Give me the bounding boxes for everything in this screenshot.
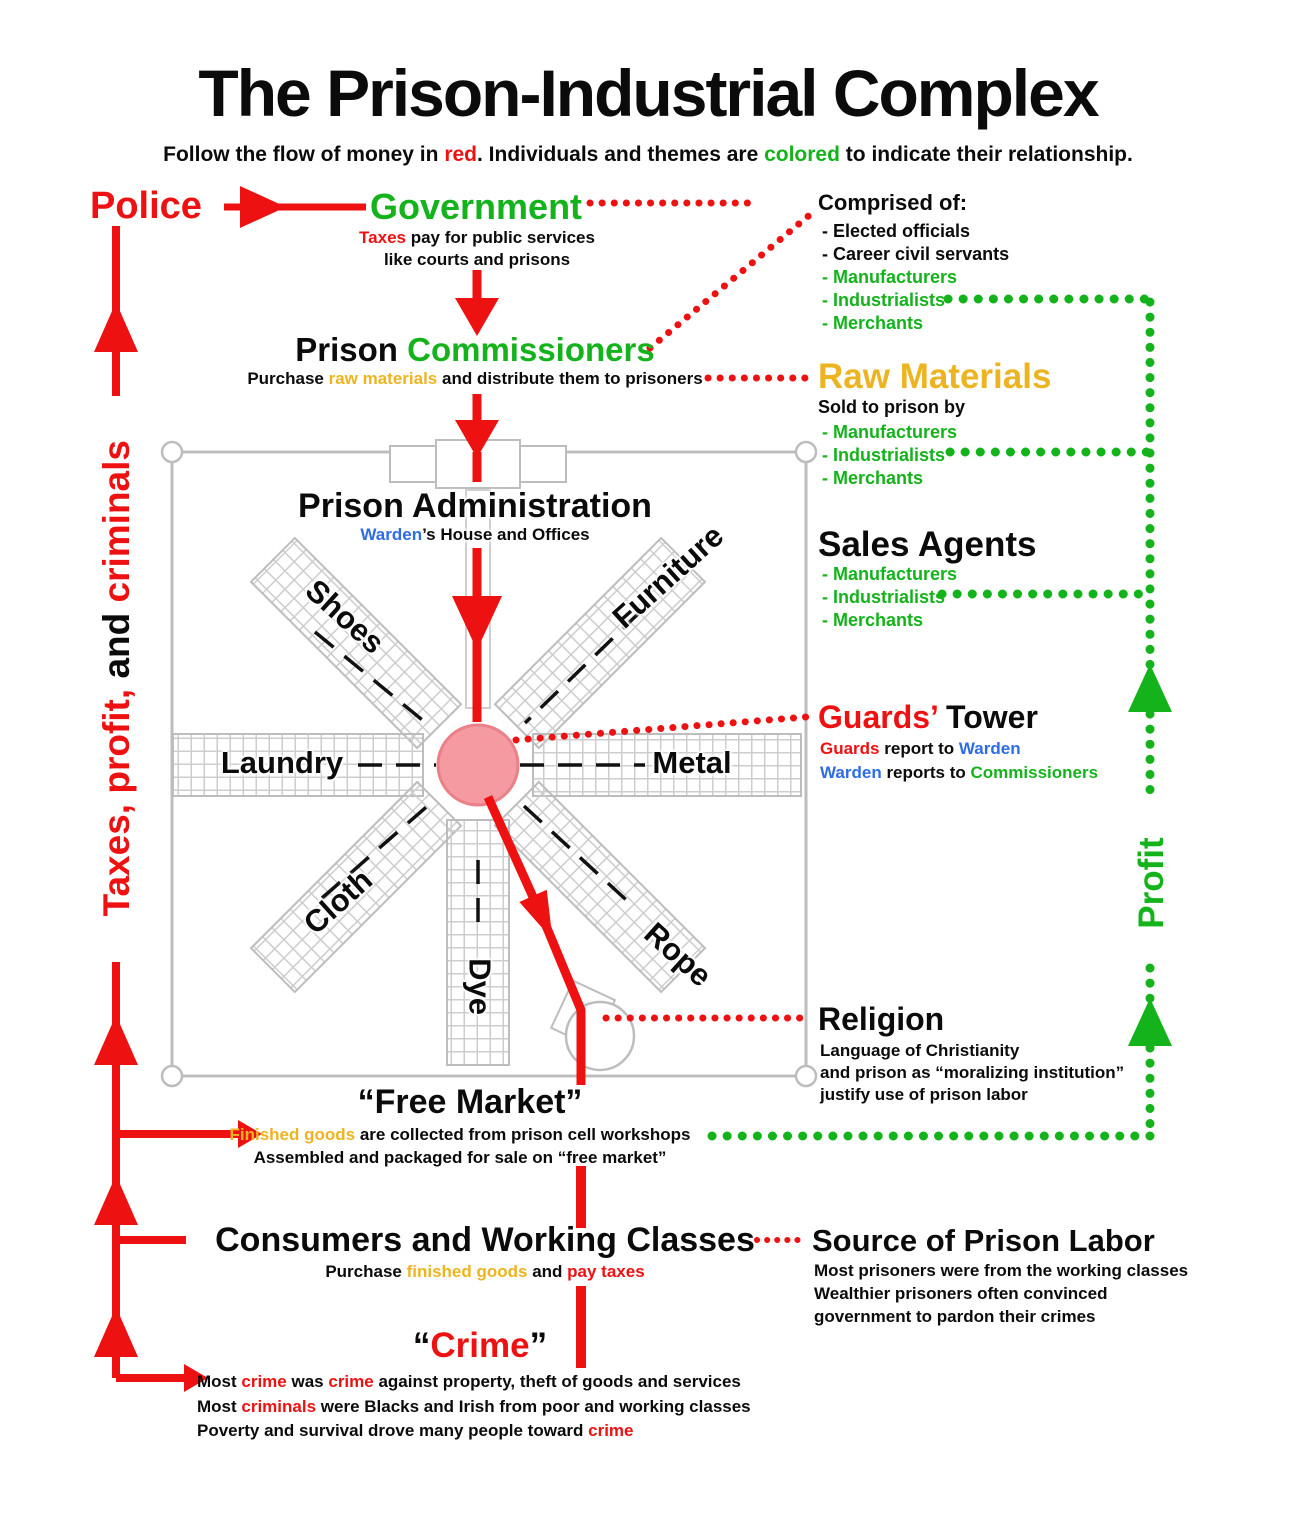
- source-labor-line: Wealthier prisoners often convinced: [814, 1283, 1108, 1303]
- raw-materials-item: - Manufacturers: [822, 422, 958, 442]
- crime-heading: “Crime”: [412, 1326, 548, 1365]
- source-labor-heading: Source of Prison Labor: [812, 1223, 1155, 1258]
- comprised-heading: Comprised of:: [818, 190, 968, 215]
- government-label: Government: [370, 186, 583, 227]
- plan-corner-turret: [794, 440, 818, 464]
- warden-caption: Warden’s House and Offices: [360, 525, 590, 544]
- comprised-item: - Elected officials: [822, 221, 971, 241]
- crime-line: Most crime was crime against property, t…: [197, 1372, 741, 1391]
- comprised-item: - Merchants: [822, 313, 924, 333]
- arrowhead-diagonal: [519, 889, 553, 940]
- religion-line: and prison as “moralizing institution”: [820, 1063, 1125, 1083]
- flow-tower-freemarket: [483, 795, 586, 1085]
- arrowhead-right: [238, 1120, 262, 1148]
- prison-commissioners-heading: Prison Commissioners: [295, 331, 655, 368]
- plan-corner-turret: [160, 440, 184, 464]
- arrowhead-police-government: [240, 186, 286, 228]
- crime-line: Poverty and survival drove many people t…: [197, 1421, 634, 1441]
- arrowhead-right: [184, 1364, 208, 1392]
- religion-heading: Religion: [818, 1001, 945, 1037]
- comprised-item: - Career civil servants: [822, 244, 1010, 264]
- religion-line: Language of Christianity: [820, 1041, 1020, 1060]
- page-title: The Prison-Industrial Complex: [198, 56, 1099, 130]
- workshop-spokes: [313, 610, 645, 932]
- police-label: Police: [90, 185, 202, 227]
- free-market-line1: Finished goods are collected from prison…: [229, 1125, 691, 1144]
- plan-corner-turret: [160, 1064, 184, 1088]
- government-caption-line2: like courts and prisons: [383, 250, 571, 269]
- dotted-commissioners-comprised: [646, 209, 816, 352]
- comprised-item: - Industrialists: [822, 290, 946, 310]
- sales-agents-item: - Merchants: [822, 610, 924, 630]
- guards-tower-circle: [436, 723, 520, 807]
- source-labor-line: Most prisoners were from the working cla…: [814, 1261, 1189, 1280]
- arrowhead-up: [94, 1175, 138, 1225]
- sales-agents-item: - Manufacturers: [822, 564, 958, 584]
- comprised-item: - Manufacturers: [822, 267, 958, 287]
- raw-materials-subheading: Sold to prison by: [818, 397, 965, 417]
- religion-line: justify use of prison labor: [820, 1085, 1028, 1105]
- red-flow: [94, 186, 816, 1392]
- guards-tower-line2: Warden reports to Commissioners: [820, 763, 1099, 782]
- raw-materials-heading: Raw Materials: [818, 357, 1052, 396]
- free-market-line2: Assembled and packaged for sale on “free…: [253, 1148, 667, 1167]
- arrowhead-profit-up: [1128, 998, 1172, 1046]
- free-market-heading: “Free Market”: [357, 1083, 583, 1121]
- arrowhead-up: [94, 1015, 138, 1065]
- arrowhead-down: [455, 420, 499, 458]
- consumers-heading: Consumers and Working Classes: [215, 1221, 755, 1259]
- plan-chapel: [564, 1000, 636, 1072]
- workshop-label-laundry: Laundry: [220, 745, 344, 780]
- page-subtitle: Follow the flow of money in red. Individ…: [163, 143, 1133, 166]
- arrowhead-up: [94, 302, 138, 352]
- green-flow: [707, 294, 1172, 1141]
- arrowhead-up: [94, 1307, 138, 1357]
- raw-materials-item: - Merchants: [822, 468, 924, 488]
- prison-commissioners-caption: Purchase raw materials and distribute th…: [247, 369, 703, 388]
- workshop-label-dye: Dye: [462, 958, 498, 1016]
- left-axis-label: Taxes, profit, and criminals: [95, 440, 137, 917]
- consumers-caption: Purchase finished goods and pay taxes: [325, 1262, 645, 1281]
- arrowhead-down: [455, 298, 499, 336]
- profit-axis-label: Profit: [1132, 837, 1171, 929]
- sales-agents-heading: Sales Agents: [818, 525, 1037, 564]
- arrowhead-down: [452, 596, 502, 650]
- guards-tower-line1: Guards report to Warden: [820, 739, 1021, 758]
- sales-agents-item: - Industrialists: [822, 587, 946, 607]
- dotted-tower-guardstower: [512, 713, 810, 744]
- guards-tower-heading: Guards’ Tower: [818, 699, 1038, 735]
- government-caption-line1: Taxes pay for public services: [359, 228, 595, 247]
- prison-administration-heading: Prison Administration: [298, 487, 652, 525]
- arrowhead-profit-up: [1128, 664, 1172, 712]
- raw-materials-item: - Industrialists: [822, 445, 946, 465]
- crime-line: Most criminals were Blacks and Irish fro…: [197, 1396, 751, 1416]
- source-labor-line: government to pardon their crimes: [814, 1306, 1096, 1326]
- workshop-label-metal: Metal: [652, 745, 732, 780]
- plan-corner-turret: [794, 1064, 818, 1088]
